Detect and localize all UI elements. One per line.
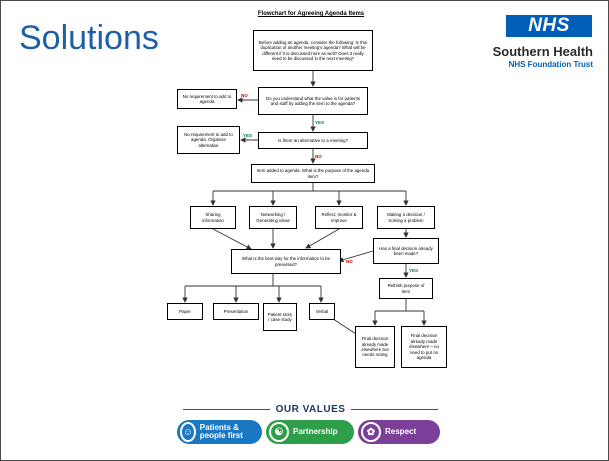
value-label: Patients & people first	[199, 422, 243, 440]
value-patients-people-first: ☺ Patients & people first	[177, 420, 262, 444]
final-decision-no-need-box: Final decision already made elsewhere – …	[401, 326, 447, 368]
nhs-logo-text: NHS	[528, 15, 570, 36]
people-icon: ☺	[180, 422, 196, 442]
reflect-monitor-box: Reflect, monitor & improve	[315, 206, 363, 229]
sharing-information-box: Sharing information	[190, 206, 236, 229]
rethink-purpose-box: Rethink purpose of item	[379, 278, 433, 299]
yes-label: YES	[243, 133, 253, 138]
patient-story-box: Patient story / case study	[263, 303, 297, 331]
making-decision-box: Making a decision / Solving a problem	[377, 206, 435, 229]
presentation-box: Presentation	[213, 303, 259, 320]
no-requirement-box: No requirement to add to agenda	[177, 89, 237, 109]
verbal-box: Verbal	[309, 303, 335, 320]
paper-box: Paper	[167, 303, 203, 320]
item-added-box: Item added to agenda. What is the purpos…	[251, 164, 375, 183]
networking-box: Networking / Generating ideas	[249, 206, 297, 229]
value-label: Respect	[385, 426, 417, 436]
start-considerations-box: Before adding an agenda, consider the fo…	[253, 30, 373, 71]
yes-label: YES	[409, 268, 419, 273]
slide-title: Solutions	[19, 19, 159, 57]
value-partnership: ☯ Partnership	[266, 420, 354, 444]
yes-label: YES	[315, 120, 325, 125]
best-way-question-box: What is the best way for the information…	[231, 249, 341, 274]
org-name: Southern Health	[492, 44, 593, 59]
org-subtitle: NHS Foundation Trust	[508, 60, 593, 69]
value-question-box: Do you understand what the value is for …	[258, 87, 368, 115]
no-label: NO	[346, 259, 353, 264]
divider	[183, 408, 270, 410]
no-label: NO	[241, 93, 248, 98]
divider	[351, 408, 439, 410]
value-label: Partnership	[293, 426, 338, 436]
flowchart-title: Flowchart for Agreeing Agenda Items	[257, 11, 365, 17]
final-decision-question-box: Has a final decision already been made?	[373, 238, 439, 264]
nhs-logo: NHS	[506, 15, 592, 37]
alternative-question-box: Is there an alternative to a meeting?	[258, 132, 368, 149]
organise-alternative-box: No requirement to add to agenda. Organis…	[177, 126, 240, 154]
no-label: NO	[315, 154, 322, 159]
our-values-heading: OUR VALUES	[183, 403, 439, 415]
handshake-icon: ☯	[269, 422, 289, 442]
our-values-label: OUR VALUES	[275, 403, 346, 415]
value-respect: ✿ Respect	[358, 420, 440, 444]
final-decision-noting-box: Final decision already made elsewhere bu…	[355, 326, 395, 368]
respect-icon: ✿	[361, 422, 381, 442]
